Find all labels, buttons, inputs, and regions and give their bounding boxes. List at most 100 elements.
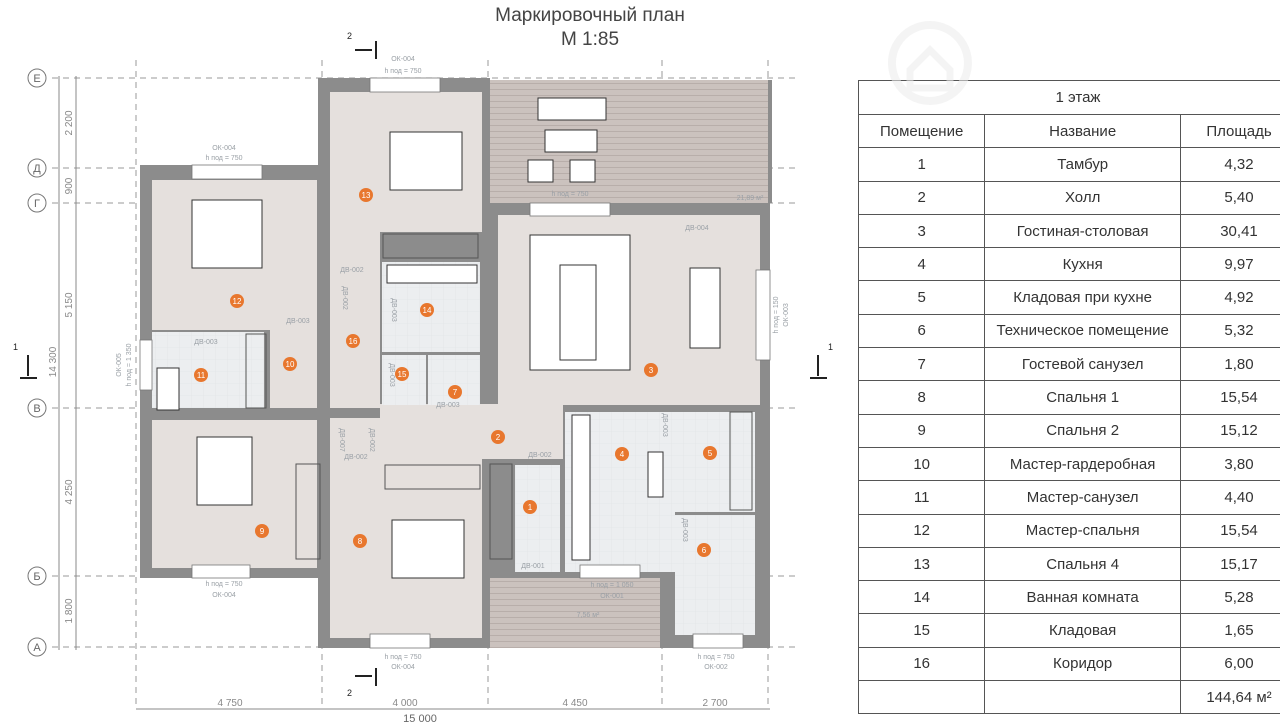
room-number: 8 [358,537,363,546]
plan-title: Маркировочный план М 1:85 [440,4,740,52]
room-name-cell: Спальня 4 [984,546,1181,582]
window-label: h под = 150 [773,296,780,333]
door-label: ДВ-002 [528,452,552,459]
porch [490,578,660,648]
axis-label: Б [33,571,40,583]
room-name-cell: Техническое помещение [984,313,1181,349]
room-number: 1 [528,503,533,512]
room-number-cell: 13 [857,546,986,582]
window-label: h под = 750 [697,654,734,661]
room-name-cell: Кладовая при кухне [984,280,1181,315]
door-label: ДВ-003 [681,518,688,542]
door-label: ДВ-002 [340,267,364,274]
dimension-label: 900 [64,177,75,194]
room-area-cell: 5,28 [1179,580,1280,615]
furniture [156,97,721,579]
room-area-cell: 5,32 [1179,313,1280,349]
dimension-label: 4 000 [392,698,417,709]
room-name-cell: Мастер-санузел [984,480,1181,515]
axis-label: Г [34,198,40,210]
room-name-cell: Мастер-спальня [984,513,1181,548]
room-area-cell: 1,65 [1179,613,1280,648]
room-number-cell: 3 [857,213,986,249]
room-number-cell: 11 [857,480,986,515]
window-label: ОК-001 [600,593,624,600]
room-number-cell: 4 [857,247,986,282]
section-marks [20,41,827,686]
axis-label: Е [33,73,40,85]
dimension-label: 2 700 [702,698,727,709]
header-room: Помещение [857,113,986,149]
room-number: 2 [496,433,501,442]
room-area-cell: 15,54 [1179,513,1280,548]
window-label: ОК-005 [116,353,123,377]
window-label: ОК-003 [783,303,790,327]
dimension-label: 4 750 [217,698,242,709]
window-label: h под = 750 [384,68,421,75]
room-area-cell: 6,00 [1179,646,1280,682]
axis-label: Д [33,163,41,175]
door-label: ДВ-004 [685,225,709,232]
wardrobes [245,233,753,560]
window-label: ОК-002 [704,664,728,671]
room-area-cell: 15,54 [1179,380,1280,415]
dimension-label: 4 250 [64,479,75,504]
axis-label: В [33,403,40,415]
section-number: 1 [828,342,833,352]
room-number: 14 [423,306,432,315]
floor-plan: Е Д Г В Б А 2 200 900 5 150 4 250 1 800 … [13,31,833,725]
window-label: h под = 750 [205,155,242,162]
room-name-cell: Коридор [984,646,1181,682]
window-label: h под = 750 [551,191,588,198]
room-name-cell: Ванная комната [984,580,1181,615]
section-number: 2 [347,688,352,698]
dimension-label: 4 450 [562,698,587,709]
room-number: 6 [702,546,707,555]
area-label: 21,89 м² [737,195,764,202]
room-area-cell: 30,41 [1179,213,1280,249]
room-number: 4 [620,450,625,459]
window-label: ОК-004 [391,664,415,671]
dimension-total: 15 000 [403,713,437,725]
section-number: 1 [13,342,18,352]
room-number-cell: 12 [857,513,986,548]
room-name-cell: Спальня 2 [984,413,1181,448]
room-area-cell: 4,40 [1179,480,1280,515]
window-label: h под = 750 [384,654,421,661]
header-area: Площадь [1179,113,1280,149]
door-label: ДВ-003 [661,413,668,437]
room-area-cell: 4,92 [1179,280,1280,315]
axis-label: А [33,642,41,654]
plan-title-name: Маркировочный план [495,5,685,26]
room-markers [194,188,717,557]
door-label: ДВ-003 [436,402,460,409]
room-number: 5 [708,449,713,458]
dimension-label: 5 150 [64,292,75,317]
room-number-cell: 2 [857,180,986,215]
table-total-row: 144,64 м² [857,680,1280,715]
room-name-cell: Кладовая [984,613,1181,648]
axis-markers [27,68,47,657]
room-number: 10 [286,360,295,369]
room-name-cell: Гостевой санузел [984,347,1181,382]
room-area-cell: 1,80 [1179,347,1280,382]
room-number: 16 [349,337,358,346]
door-label: ДВ-003 [194,339,218,346]
area-label: 7,56 м² [577,612,600,619]
header-name: Название [984,113,1181,149]
room-number-cell: 14 [857,580,986,615]
room-name-cell: Кухня [984,247,1181,282]
room-name-cell: Тамбур [984,147,1181,182]
dimension-total: 14 300 [48,346,59,377]
room-number: 3 [649,366,654,375]
